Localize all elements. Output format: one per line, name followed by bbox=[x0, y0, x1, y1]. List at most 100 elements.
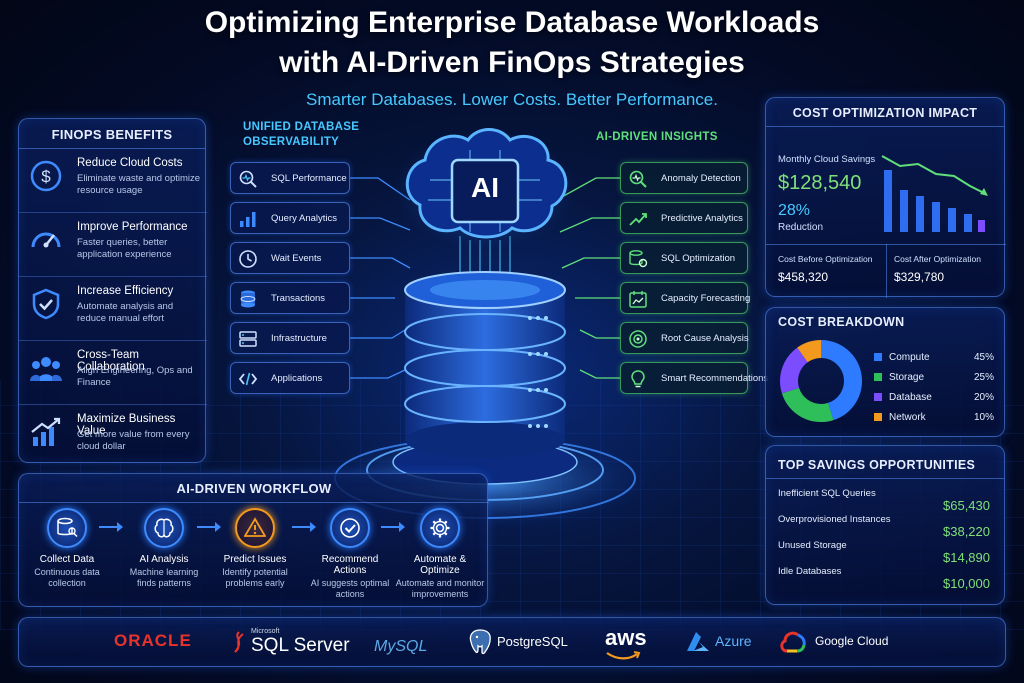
speedometer-icon bbox=[31, 232, 61, 248]
obs-item-query-analytics[interactable]: Query Analytics bbox=[230, 202, 350, 234]
database-search-icon bbox=[57, 517, 78, 538]
benefit-desc: Align Engineering, Ops and Finance bbox=[77, 365, 193, 388]
cost-breakdown-title: COST BREAKDOWN bbox=[778, 315, 905, 329]
arrow-right-icon bbox=[197, 522, 221, 532]
workflow-step-desc: Identify potential problems early bbox=[222, 567, 288, 588]
growth-chart-icon bbox=[31, 417, 61, 446]
benefit-title: Reduce Cloud Costs bbox=[77, 157, 183, 169]
insight-label: Capacity Forecasting bbox=[661, 293, 751, 304]
savings-item-name: Unused Storage bbox=[778, 540, 847, 551]
bar-chart-icon bbox=[240, 212, 256, 227]
workflow-step-desc: Continuous data collection bbox=[34, 567, 100, 588]
cost-breakdown-donut bbox=[780, 340, 862, 422]
benefit-desc: Automate analysis and reduce manual effo… bbox=[77, 301, 174, 324]
trend-bar bbox=[964, 214, 972, 232]
legend-item: Network 10% bbox=[874, 412, 994, 423]
benefit-desc: Get more value from every cloud dollar bbox=[77, 429, 190, 452]
obs-label: Wait Events bbox=[271, 253, 322, 264]
workflow-step-automate-optimize: Automate & Optimize Automate and monitor… bbox=[395, 508, 485, 600]
insight-item-predictive-analytics[interactable]: Predictive Analytics bbox=[620, 202, 748, 234]
workflow-step-title: AI Analysis bbox=[139, 554, 189, 565]
shield-check-icon bbox=[32, 288, 60, 320]
gear-icon bbox=[430, 518, 450, 538]
aws-smile-icon bbox=[606, 651, 641, 660]
legend-percent: 10% bbox=[974, 412, 995, 423]
trend-bar bbox=[978, 220, 985, 232]
azure-logo-icon bbox=[687, 632, 709, 651]
savings-item-value: $65,430 bbox=[943, 498, 990, 513]
legend-percent: 45% bbox=[974, 352, 995, 363]
workflow-step-ai-analysis: AI Analysis Machine learning finds patte… bbox=[119, 508, 209, 589]
svg-text:$: $ bbox=[41, 167, 51, 186]
sql-server-vendor: Microsoft bbox=[251, 628, 280, 635]
legend-label: Network bbox=[889, 412, 926, 423]
obs-label: SQL Performance bbox=[271, 173, 347, 184]
cost-after-label: Cost After Optimization bbox=[894, 254, 981, 264]
reduction-label: Reduction bbox=[778, 222, 824, 233]
benefit-item: Maximize Business Value Get more value f… bbox=[19, 405, 207, 469]
finops-benefits-title: FINOPS BENEFITS bbox=[19, 119, 205, 149]
legend-swatch bbox=[874, 413, 882, 422]
divider bbox=[886, 244, 887, 298]
benefit-item: $ Reduce Cloud Costs Eliminate waste and… bbox=[19, 149, 207, 213]
workflow-step-recommend-actions: Recommend Actions AI suggests optimal ac… bbox=[305, 508, 395, 600]
insight-item-anomaly-detection[interactable]: Anomaly Detection bbox=[620, 162, 748, 194]
arrow-right-icon bbox=[292, 522, 316, 532]
benefit-desc: Faster queries, better application exper… bbox=[77, 237, 172, 260]
legend-swatch bbox=[874, 393, 882, 402]
obs-item-sql-performance[interactable]: SQL Performance bbox=[230, 162, 350, 194]
database-cylinder-icon bbox=[404, 271, 566, 458]
insight-item-sql-optimization[interactable]: SQL Optimization bbox=[620, 242, 748, 274]
lightbulb-icon bbox=[631, 370, 645, 388]
obs-label: Applications bbox=[271, 373, 323, 384]
obs-item-wait-events[interactable]: Wait Events bbox=[230, 242, 350, 274]
page-title-line1: Optimizing Enterprise Database Workloads bbox=[204, 6, 820, 39]
postgresql-elephant-icon bbox=[469, 629, 491, 655]
arrow-right-icon bbox=[99, 522, 123, 532]
obs-item-applications[interactable]: Applications bbox=[230, 362, 350, 394]
dollar-icon: $ bbox=[30, 160, 62, 192]
trend-line bbox=[881, 155, 987, 195]
team-icon bbox=[30, 357, 62, 381]
workflow-step-predict-issues: Predict Issues Identify potential proble… bbox=[210, 508, 300, 589]
workflow-step-title: Recommend Actions bbox=[321, 554, 379, 576]
insight-label: Smart Recommendations bbox=[661, 373, 769, 384]
savings-item-name: Inefficient SQL Queries bbox=[778, 488, 876, 499]
savings-item-value: $38,220 bbox=[943, 524, 990, 539]
observability-connectors bbox=[350, 177, 411, 379]
insight-item-smart-recommendations[interactable]: Smart Recommendations bbox=[620, 362, 768, 394]
aws-logo: aws bbox=[605, 625, 647, 650]
page-title-line2: with AI-Driven FinOps Strategies bbox=[279, 46, 745, 79]
obs-item-infrastructure[interactable]: Infrastructure bbox=[230, 322, 350, 354]
savings-item-value: $10,000 bbox=[943, 576, 990, 591]
insight-label: SQL Optimization bbox=[661, 253, 736, 264]
benefit-title: Improve Performance bbox=[77, 221, 188, 233]
postgresql-logo: PostgreSQL bbox=[497, 634, 568, 649]
sql-server-logo: SQL Server bbox=[251, 635, 350, 656]
trend-bar bbox=[948, 208, 956, 232]
obs-item-transactions[interactable]: Transactions bbox=[230, 282, 350, 314]
savings-item-name: Overprovisioned Instances bbox=[778, 514, 891, 525]
benefit-item: Increase Efficiency Automate analysis an… bbox=[19, 277, 207, 341]
insight-item-capacity-forecasting[interactable]: Capacity Forecasting bbox=[620, 282, 751, 314]
monthly-savings-label: Monthly Cloud Savings bbox=[778, 154, 876, 165]
insight-item-root-cause-analysis[interactable]: Root Cause Analysis bbox=[620, 322, 749, 354]
cost-impact-panel: COST OPTIMIZATION IMPACT Monthly Cloud S… bbox=[765, 97, 1006, 298]
google-cloud-logo: Google Cloud bbox=[815, 634, 889, 648]
ai-brain-icon bbox=[393, 128, 577, 250]
benefit-title: Maximize Business Value bbox=[77, 413, 176, 437]
obs-label: Transactions bbox=[271, 293, 326, 304]
warning-triangle-icon bbox=[244, 517, 266, 537]
vendor-logos-bar: ORACLE Microsoft SQL Server MySQL Postgr… bbox=[18, 617, 1006, 667]
trend-bar bbox=[884, 170, 892, 232]
code-brackets-icon bbox=[238, 372, 258, 386]
ai-chip-label: AI bbox=[471, 172, 499, 203]
benefit-desc: Eliminate waste and optimize resource us… bbox=[77, 173, 201, 196]
savings-item-value: $14,890 bbox=[943, 550, 990, 565]
trend-bar bbox=[916, 196, 924, 232]
target-icon bbox=[629, 330, 647, 348]
brain-icon bbox=[154, 518, 174, 538]
obs-label: Query Analytics bbox=[271, 213, 337, 224]
